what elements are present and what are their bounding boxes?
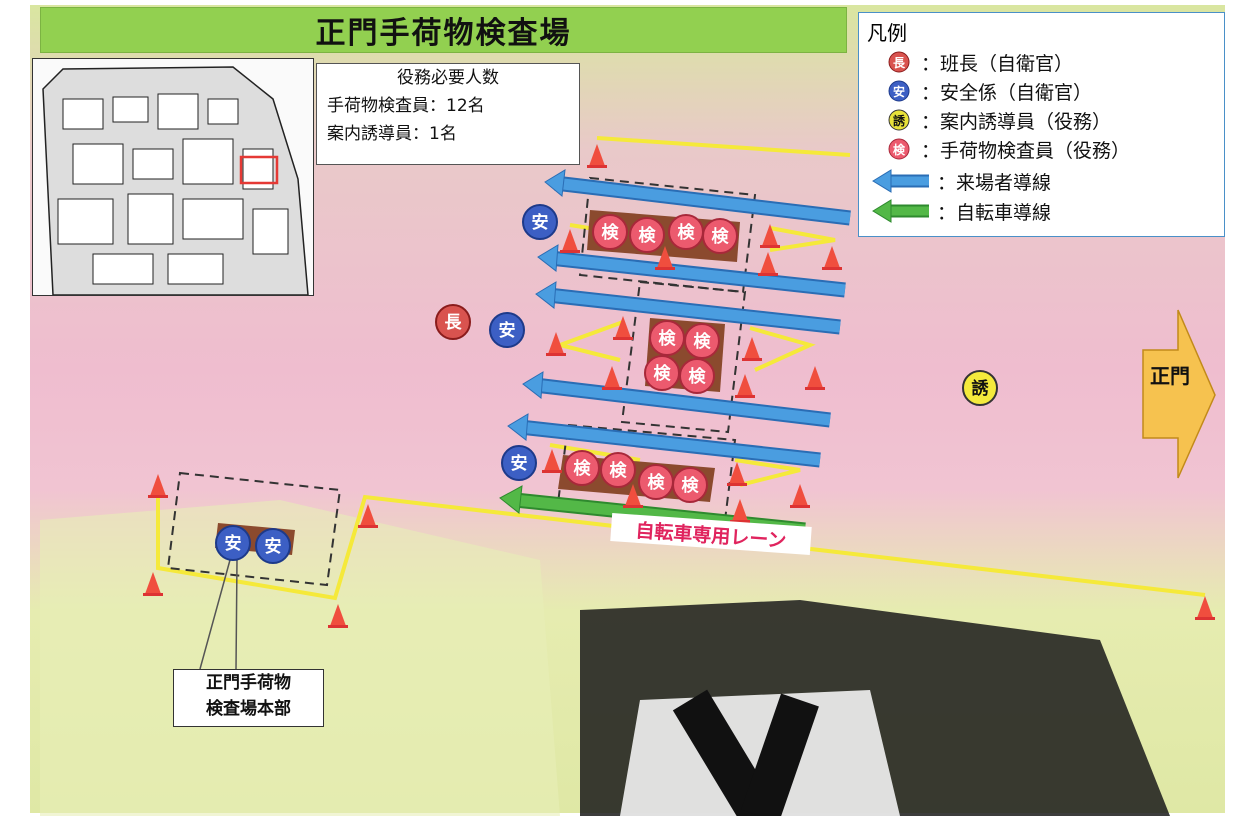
visitor-arrow	[535, 281, 841, 335]
svg-text:長: 長	[445, 313, 463, 333]
inspector-marker: 検	[600, 452, 636, 488]
safety-officer-marker: 安	[501, 445, 537, 481]
site-map-drawing	[33, 59, 313, 295]
svg-text:誘: 誘	[972, 378, 990, 399]
svg-text:安: 安	[532, 212, 549, 233]
team-leader-marker: 長	[435, 304, 471, 340]
legend-item-guide: 誘 ：案内誘導員（役務）	[887, 107, 1111, 133]
guide-marker: 誘	[962, 370, 998, 406]
bicycle-arrow-icon	[872, 199, 929, 223]
svg-text:検: 検	[602, 222, 620, 243]
inspector-marker: 検	[629, 217, 665, 253]
svg-text:安: 安	[511, 453, 528, 474]
hq-label-line1: 正門手荷物	[206, 673, 291, 693]
svg-text:検: 検	[893, 142, 906, 157]
inspector-marker: 検	[592, 214, 628, 250]
svg-text:安: 安	[225, 533, 242, 554]
svg-text:誘: 誘	[893, 113, 906, 128]
svg-text:検: 検	[654, 363, 672, 384]
site-highlight-box	[239, 155, 279, 185]
inspector-marker: 検	[672, 467, 708, 503]
svg-text:検: 検	[678, 222, 696, 243]
svg-text:検: 検	[648, 472, 666, 493]
visitor-arrow-icon	[872, 169, 929, 193]
svg-text:長: 長	[893, 55, 906, 70]
inspector-symbol-icon: 検	[888, 138, 910, 160]
svg-text:安: 安	[893, 84, 905, 99]
svg-text:検: 検	[712, 226, 730, 247]
legend-item-leader: 長 ：班長（自衛官）	[887, 49, 1073, 75]
legend-item-bicycle-flow: ：自転車導線	[871, 198, 1051, 224]
legend-box: 凡例 長 ：班長（自衛官） 安 ：安全係（自衛官） 誘 ：案内誘導員（役務） 検…	[858, 12, 1225, 237]
required-staff-box: 役務必要人数 手荷物検査員：12名 案内誘導員：1名	[316, 63, 580, 165]
inspector-marker: 検	[638, 464, 674, 500]
svg-text:検: 検	[610, 460, 628, 481]
inspector-marker: 検	[668, 214, 704, 250]
main-gate-label: 正門	[1150, 364, 1190, 388]
visitor-arrow	[522, 371, 831, 428]
legend-title: 凡例	[867, 21, 907, 45]
visitor-arrow	[544, 169, 851, 226]
svg-text:検: 検	[659, 328, 677, 349]
hq-label-box: 正門手荷物 検査場本部	[173, 669, 324, 727]
inspector-marker: 検	[684, 323, 720, 359]
hq-label-line2: 検査場本部	[206, 699, 291, 719]
hq-callout-line	[199, 559, 238, 670]
svg-text:検: 検	[682, 475, 700, 496]
svg-text:検: 検	[574, 458, 592, 479]
svg-text:検: 検	[694, 331, 712, 352]
staff-inspectors: 手荷物検査員：12名	[327, 96, 485, 116]
page-title: 正門手荷物検査場	[40, 7, 847, 53]
personnel-markers: 安 検 検 検 検 長 安 検 検 検 検 誘 安 検 検 検 検 安 安	[215, 204, 998, 564]
svg-text:安: 安	[265, 536, 282, 557]
staff-guides: 案内誘導員：1名	[327, 124, 457, 144]
safety-officer-marker: 安	[215, 525, 251, 561]
svg-text:検: 検	[639, 225, 657, 246]
safety-officer-marker: 安	[255, 528, 291, 564]
safety-symbol-icon: 安	[888, 80, 910, 102]
inspector-marker: 検	[702, 218, 738, 254]
inset-site-map	[32, 58, 314, 296]
legend-item-safety: 安 ：安全係（自衛官）	[887, 78, 1092, 104]
staff-heading: 役務必要人数	[397, 68, 499, 88]
visitor-flow-arrows	[507, 169, 851, 468]
inspector-marker: 検	[644, 355, 680, 391]
svg-text:検: 検	[689, 366, 707, 387]
inspector-marker: 検	[679, 358, 715, 394]
inspector-marker: 検	[564, 450, 600, 486]
visitor-arrow	[537, 244, 846, 298]
safety-officer-marker: 安	[489, 312, 525, 348]
main-gate-arrow	[1142, 309, 1216, 479]
legend-item-visitor-flow: ：来場者導線	[871, 168, 1051, 194]
legend-item-inspector: 検 ：手荷物検査員（役務）	[887, 136, 1130, 162]
safety-officer-marker: 安	[522, 204, 558, 240]
visitor-arrow	[507, 413, 821, 468]
leader-symbol-icon: 長	[888, 51, 910, 73]
inspector-marker: 検	[649, 320, 685, 356]
guide-symbol-icon: 誘	[888, 109, 910, 131]
svg-text:安: 安	[499, 320, 516, 341]
